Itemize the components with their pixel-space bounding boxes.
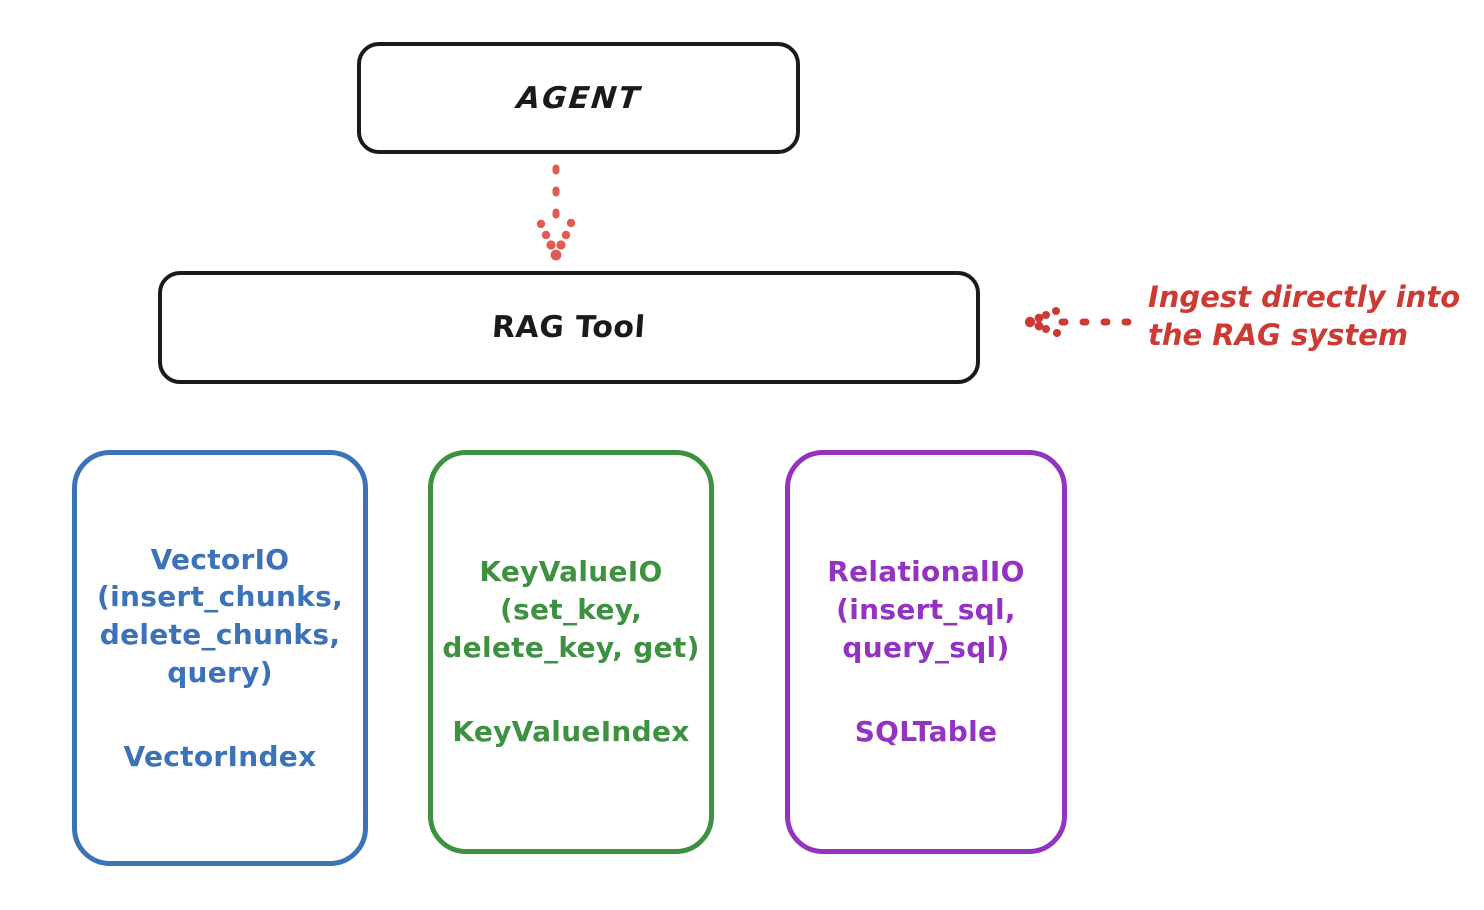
node-key-value-io-api-label: KeyValueIO (set_key, delete_key, get)	[442, 555, 700, 664]
node-relational-io-index-label: SQLTable	[854, 714, 998, 748]
node-agent-label: AGENT	[514, 80, 643, 116]
node-relational-io[interactable]: RelationalIO (insert_sql, query_sql) SQL…	[785, 450, 1067, 854]
node-vector-io-api-label: VectorIO (insert_chunks, delete_chunks, …	[97, 542, 343, 689]
node-rag-tool[interactable]: RAG Tool	[158, 271, 980, 384]
connector-ingest-to-rag-tool	[1024, 307, 1137, 337]
connector-agent-to-rag-tool	[536, 164, 576, 261]
node-agent[interactable]: AGENT	[357, 42, 800, 154]
node-relational-io-api-label: RelationalIO (insert_sql, query_sql)	[827, 555, 1025, 664]
node-key-value-io[interactable]: KeyValueIO (set_key, delete_key, get) Ke…	[428, 450, 714, 854]
annotation-ingest-directly: Ingest directly into the RAG system	[1148, 280, 1461, 353]
node-key-value-io-index-label: KeyValueIndex	[452, 714, 690, 748]
node-vector-io-index-label: VectorIndex	[123, 739, 317, 773]
node-vector-io[interactable]: VectorIO (insert_chunks, delete_chunks, …	[72, 450, 368, 866]
node-rag-tool-label: RAG Tool	[491, 310, 647, 345]
